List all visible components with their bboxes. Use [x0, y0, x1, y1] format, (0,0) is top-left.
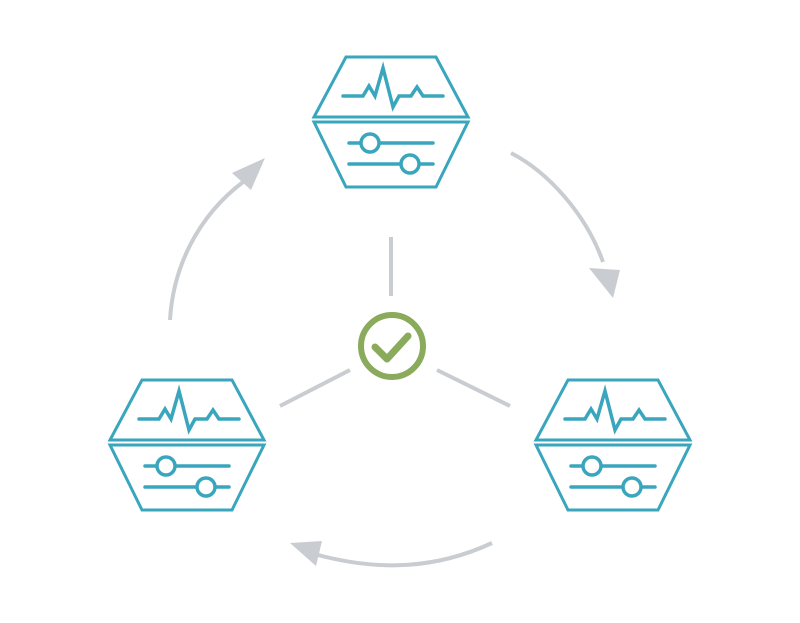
cycle-arrows — [168, 151, 620, 568]
arrow-left-to-top — [168, 158, 265, 321]
monitoring-settings-hexagon-icon — [534, 378, 692, 512]
monitoring-settings-hexagon-icon — [108, 378, 266, 512]
node-right — [534, 378, 692, 512]
center-connectors — [279, 237, 511, 408]
connector-right — [436, 368, 511, 408]
monitoring-settings-hexagon-icon — [312, 55, 470, 189]
node-top — [312, 55, 470, 189]
check-circle-icon — [358, 312, 426, 380]
arrow-right-to-left — [290, 541, 493, 568]
node-left — [108, 378, 266, 512]
connector-left — [279, 368, 351, 408]
arrow-top-to-right — [510, 151, 620, 298]
